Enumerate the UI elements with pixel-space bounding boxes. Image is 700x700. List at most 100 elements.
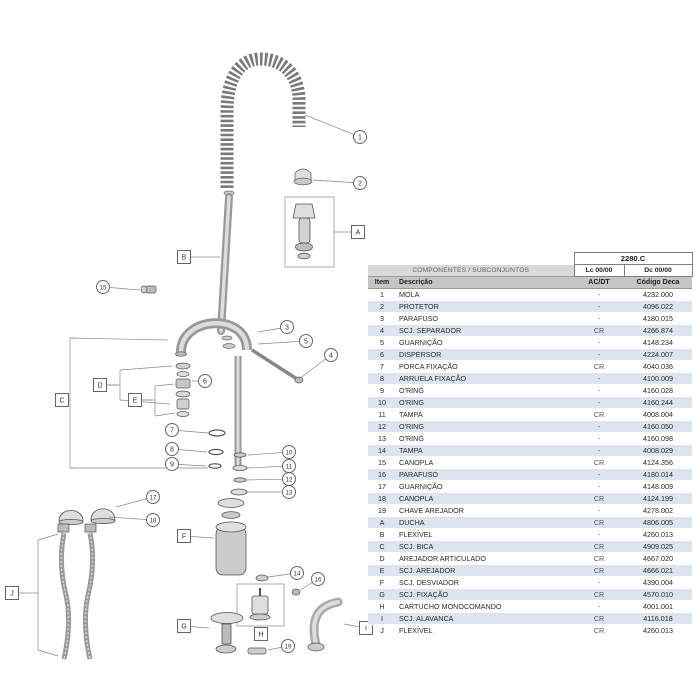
callout-15	[96, 280, 110, 294]
acdt-cell: -	[597, 290, 601, 299]
codigo-cell: 4160.028	[643, 386, 673, 395]
descricao-cell: O'RING	[399, 386, 424, 395]
callout-label: 7	[170, 427, 174, 434]
item-cell: 15	[378, 458, 386, 467]
callout-4	[324, 348, 338, 362]
descricao-cell: SCJ. SEPARADOR	[399, 326, 462, 335]
item-cell: 2	[380, 302, 384, 311]
callout-label: 1	[358, 134, 362, 141]
acdt-cell: CR	[593, 566, 605, 575]
acdt-cell: CR	[593, 554, 605, 563]
codigo-cell: 4008.004	[643, 410, 673, 419]
callout-D	[93, 378, 107, 392]
acdt-cell: CR	[593, 410, 605, 419]
item-cell: J	[380, 626, 384, 635]
protector-part	[293, 168, 313, 186]
item-cell: 6	[380, 350, 384, 359]
col-codigo-deca: Código Deca	[624, 276, 692, 289]
callout-6	[198, 374, 212, 388]
descricao-cell: ARRUELA FIXAÇÃO	[399, 374, 467, 383]
spring-part	[220, 52, 306, 188]
acdt-cell: CR	[593, 542, 605, 551]
callout-label: B	[182, 254, 187, 261]
callout-E	[128, 393, 142, 407]
item-cell: 9	[380, 386, 384, 395]
callout-label: 3	[285, 324, 289, 331]
codigo-cell: 4260.013	[643, 530, 673, 539]
cartridge-part	[249, 588, 271, 621]
acdt-cell: CR	[593, 518, 605, 527]
acdt-cell: CR	[593, 614, 605, 623]
item-cell: I	[381, 614, 383, 623]
separator-rod-part	[251, 348, 304, 384]
item-cell: A	[379, 518, 385, 527]
item-cell: 7	[380, 362, 384, 371]
callout-label: 8	[170, 446, 174, 453]
acdt-cell: CR	[593, 362, 605, 371]
cap-parts	[255, 574, 301, 596]
codigo-cell: 4096.022	[643, 302, 673, 311]
codigo-cell: 4124.356	[643, 458, 673, 467]
callout-leader-line	[246, 465, 290, 469]
acdt-cell: -	[597, 374, 601, 383]
col-acdt: AC/DT	[574, 276, 624, 289]
callout-7	[165, 423, 179, 437]
descricao-cell: TAMPA	[399, 410, 423, 419]
item-cell: 13	[378, 434, 386, 443]
callout-8	[165, 442, 179, 456]
callout-label: 11	[286, 463, 293, 470]
item-cell: E	[379, 566, 385, 575]
callout-label: A	[356, 229, 361, 236]
acdt-cell: -	[597, 434, 601, 443]
acdt-cell: CR	[593, 494, 605, 503]
descricao-cell: SCJ. BICA	[399, 542, 434, 551]
callout-label: 17	[150, 494, 157, 501]
callout-label: 12	[286, 476, 293, 483]
callout-10	[282, 445, 296, 459]
callout-14	[290, 566, 304, 580]
acdt-cell: -	[597, 602, 601, 611]
codigo-cell: 4232.000	[643, 290, 673, 299]
lc-cell: Lc 00/00	[573, 264, 625, 277]
callout-label: 15	[100, 284, 107, 291]
group-header-row: COMPONENTES / SUBCONJUNTOS Lc 00/00 Dc 0…	[368, 264, 693, 277]
callout-5	[299, 334, 313, 348]
codigo-cell: 4180.015	[643, 314, 673, 323]
acdt-cell: -	[597, 350, 601, 359]
descricao-cell: FLEXÍVEL	[399, 530, 433, 539]
codigo-cell: 4001.001	[643, 602, 673, 611]
item-cell: H	[379, 602, 385, 611]
callout-label: H	[258, 631, 263, 638]
callout-label: G	[181, 623, 186, 630]
small-screw-part	[140, 285, 157, 294]
callout-label: 10	[286, 449, 293, 456]
acdt-cell: -	[597, 578, 601, 587]
codigo-cell: 4666.021	[643, 566, 673, 575]
dc-cell: Dc 00/00	[623, 264, 693, 277]
product-code: 2280.C	[573, 252, 693, 265]
callout-17	[146, 490, 160, 504]
acdt-cell: -	[597, 506, 601, 515]
item-cell: 10	[378, 398, 386, 407]
callout-label: 5	[304, 338, 308, 345]
acdt-cell: CR	[593, 458, 605, 467]
item-cell: B	[379, 530, 385, 539]
descricao-cell: CANOPLA	[399, 494, 434, 503]
cartridge-box	[236, 583, 285, 627]
codigo-cell: 4160.098	[643, 434, 673, 443]
callout-label: C	[59, 397, 64, 404]
item-cell: D	[379, 554, 385, 563]
